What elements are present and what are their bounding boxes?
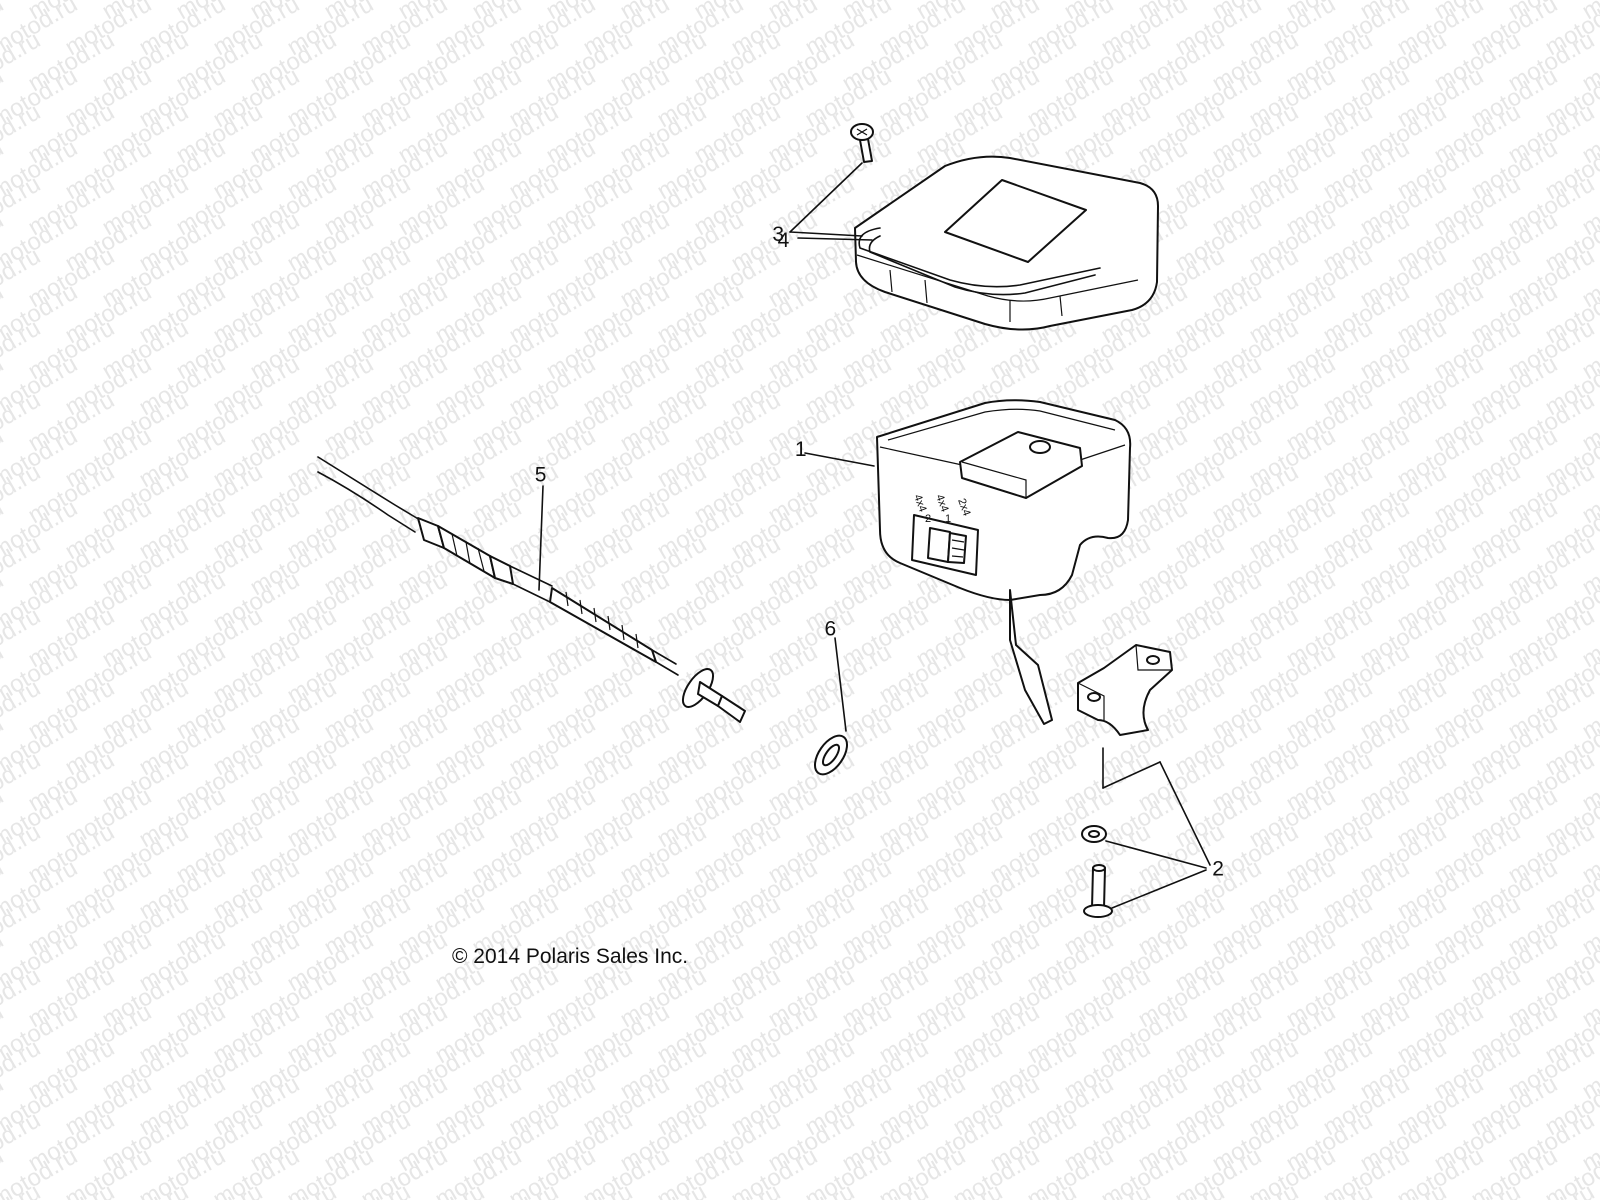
callout-1: 1: [795, 438, 807, 461]
part-2-washer: [1081, 825, 1107, 843]
callout-6: 6: [825, 618, 837, 641]
callout-2: 2: [1212, 858, 1224, 881]
callout-5: 5: [535, 464, 547, 487]
svg-text:1: 1: [945, 513, 951, 525]
callout-4: 4: [778, 229, 790, 252]
svg-text:2: 2: [925, 513, 931, 525]
copyright-text: © 2014 Polaris Sales Inc.: [452, 945, 688, 968]
